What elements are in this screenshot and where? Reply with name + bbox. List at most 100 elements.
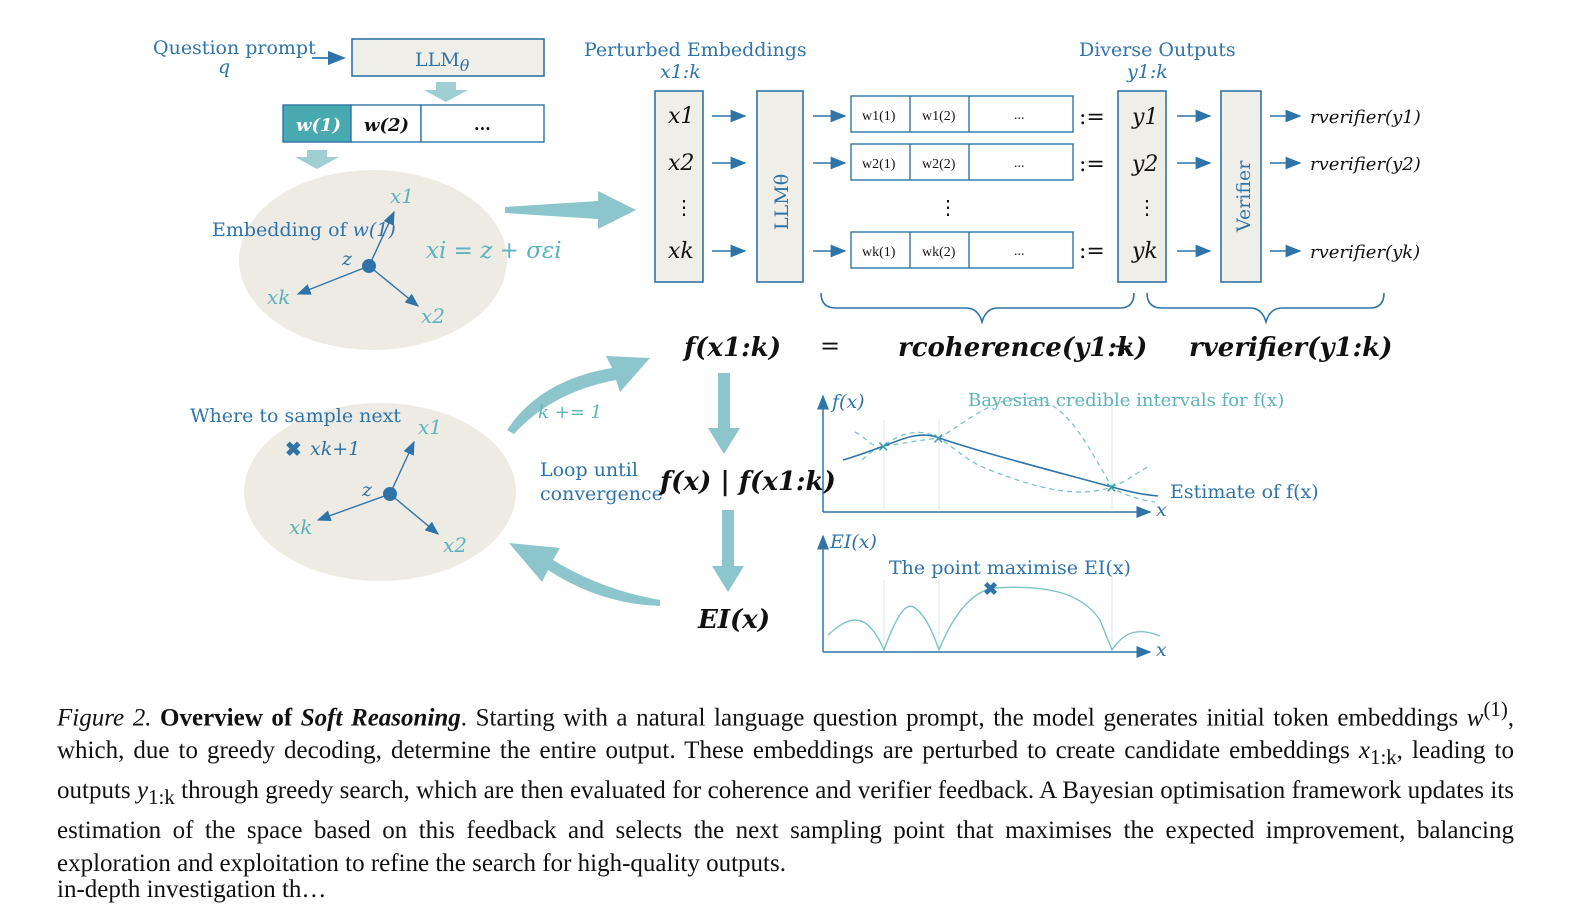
- loop-label-1: Loop until: [540, 459, 638, 481]
- rows-dots: ⋮: [938, 195, 958, 219]
- caption-body-4: through greedy search, which are then ev…: [57, 777, 1515, 878]
- svg-text:w1(2): w1(2): [922, 109, 956, 124]
- y-col-1: y1: [1131, 105, 1158, 130]
- sample-next-label: Where to sample next: [190, 405, 401, 427]
- vec-x2: x2: [421, 304, 445, 328]
- svg-text:wk(2): wk(2): [922, 245, 956, 260]
- x-col-2: x2: [668, 151, 694, 176]
- caption-x-sub: 1:k: [1370, 745, 1397, 770]
- center-var: z: [341, 248, 353, 270]
- down-arrow-posterior: [708, 373, 740, 454]
- svg-text:w2(2): w2(2): [922, 157, 956, 172]
- token-box-1: [282, 104, 352, 143]
- diverse-title: Diverse Outputs: [1079, 39, 1236, 61]
- objective-verifier: rverifier(y1:k): [1189, 333, 1392, 363]
- sample-ellipse: [244, 403, 516, 581]
- gp-obs-2: ✕: [932, 430, 945, 448]
- down-arrow-ei: [712, 510, 744, 592]
- caption-w: w: [1466, 704, 1484, 732]
- objective-lhs: f(x1:k): [682, 333, 781, 363]
- caption-y: y: [137, 777, 149, 805]
- x-col-k: xk: [668, 239, 694, 264]
- x-column: [654, 90, 704, 283]
- sample-center-point: [383, 487, 397, 501]
- perturb-equation: xi = z + σεi: [426, 238, 562, 264]
- verifier-box: [1220, 90, 1262, 283]
- y-column: [1117, 90, 1167, 283]
- ei-xlabel: x: [1156, 639, 1167, 661]
- caption-y-sub: 1:k: [148, 785, 175, 810]
- llm-vertical-label: LLMθ: [771, 174, 793, 230]
- y-col-k: yk: [1131, 239, 1158, 264]
- x-col-1: x1: [668, 104, 694, 129]
- kplus-label: k += 1: [538, 402, 602, 423]
- ei-chart: EI(x) x The point maximise EI(x) ✖: [817, 531, 1167, 661]
- sample-vec-xk: xk: [289, 515, 312, 539]
- next-point-var: xk+1: [310, 438, 360, 460]
- sample-center-var: z: [361, 479, 373, 501]
- caption-body-1: . Starting with a natural language quest…: [460, 704, 1459, 732]
- ei-max-label: The point maximise EI(x): [889, 557, 1131, 579]
- body-text-next-line: in-depth investigation th…: [57, 876, 327, 903]
- objective-eq: =: [820, 332, 840, 360]
- svg-text:...: ...: [1014, 244, 1025, 259]
- svg-text::=: :=: [1079, 105, 1105, 130]
- output-row-k: wk(1) wk(2) ... :=: [850, 231, 1105, 269]
- perturbed-title: Perturbed Embeddings: [584, 39, 807, 61]
- gp-chart: f(x) x Bayesian credible intervals for f…: [817, 390, 1319, 521]
- llm-label: LLMθ: [415, 49, 470, 75]
- token-box-3: [420, 104, 545, 143]
- center-point: [362, 259, 376, 273]
- ei-max-cross-icon: ✖: [983, 579, 998, 600]
- llm-box: [351, 38, 545, 77]
- next-cross-icon: ✖: [285, 437, 302, 461]
- vec-x1: x1: [390, 184, 414, 208]
- loop-label-2: convergence: [540, 483, 663, 505]
- caption-w-sup: (1): [1483, 697, 1508, 721]
- gp-xlabel: x: [1156, 499, 1167, 521]
- caption-body-3: , leading to outputs: [57, 737, 1514, 805]
- diverse-var: y1:k: [1126, 61, 1168, 83]
- ei-ylabel: EI(x): [829, 531, 877, 553]
- r-verifier-1: rverifier(y1): [1310, 107, 1421, 128]
- token-ellipsis: ...: [474, 115, 491, 134]
- posterior-label: f(x) | f(x1:k): [658, 467, 836, 497]
- svg-text:...: ...: [1014, 108, 1025, 123]
- gp-ylabel: f(x): [830, 391, 865, 413]
- brace-verifier: [1146, 292, 1385, 325]
- svg-text:...: ...: [1014, 156, 1025, 171]
- svg-text::=: :=: [1079, 239, 1105, 264]
- y-col-2: y2: [1131, 152, 1158, 177]
- token-box-2: [350, 104, 422, 143]
- svg-text::=: :=: [1079, 152, 1105, 177]
- figure-caption: Figure 2. Overview of Soft Reasoning. St…: [57, 693, 1514, 880]
- down-block-arrow-2: [295, 150, 339, 169]
- token-w1: w(1): [296, 115, 341, 136]
- token-w2: w(2): [364, 115, 409, 136]
- caption-fig-label: Figure 2.: [57, 704, 152, 732]
- output-row-1: w1(1) w1(2) ... :=: [850, 95, 1105, 133]
- question-var: q: [218, 56, 230, 78]
- gp-obs-3: ✕: [1105, 479, 1118, 497]
- x-col-dots: ⋮: [674, 195, 694, 219]
- llm-vertical-box: [756, 90, 804, 283]
- loop-arrow-up: [507, 356, 650, 434]
- svg-text:w1(1): w1(1): [862, 109, 896, 124]
- caption-title: Overview of Soft Reasoning: [160, 704, 461, 732]
- question-prompt-label: Question prompt: [153, 37, 316, 59]
- loop-arrow-back: [509, 543, 660, 606]
- sample-vec-x1: x1: [418, 415, 442, 439]
- svg-text:wk(1): wk(1): [862, 245, 896, 260]
- output-row-2: w2(1) w2(2) ... :=: [850, 143, 1105, 181]
- sample-vec-x2: x2: [443, 533, 467, 557]
- embedding-ellipse: [239, 170, 507, 350]
- verifier-label: Verifier: [1233, 160, 1255, 233]
- down-block-arrow: [424, 82, 468, 102]
- objective-plus: +: [1113, 332, 1133, 360]
- ei-label: EI(x): [697, 605, 770, 635]
- to-perturbed-arrow: [505, 191, 636, 229]
- perturbed-var: x1:k: [660, 61, 701, 83]
- gp-obs-1: ✕: [877, 438, 890, 456]
- svg-text:w2(1): w2(1): [862, 157, 896, 172]
